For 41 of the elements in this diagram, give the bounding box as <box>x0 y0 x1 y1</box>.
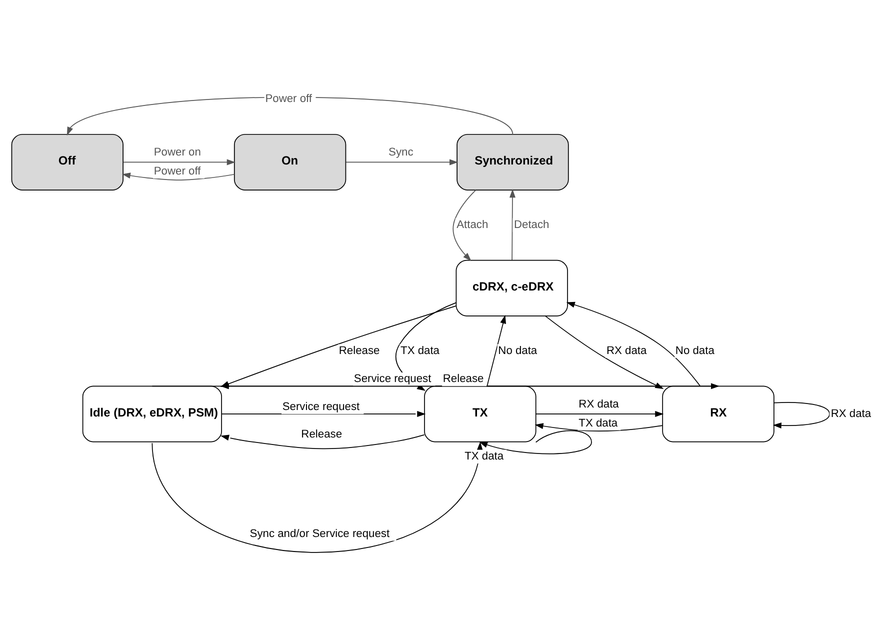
edge-label: Sync <box>388 146 414 159</box>
edge-label: No data <box>498 344 538 357</box>
edge-label: Power off <box>265 93 312 106</box>
node-box: TX <box>424 386 536 442</box>
edge-label: No data <box>675 344 714 357</box>
edge-label: Attach <box>456 219 488 232</box>
arrow <box>534 423 663 432</box>
node-box: cDRX, c-eDRX <box>456 260 568 316</box>
arrow <box>122 172 235 180</box>
arrow <box>566 302 701 386</box>
arrow <box>478 430 592 454</box>
edge-label: Service request <box>282 401 360 414</box>
arrow <box>772 402 830 428</box>
arrow <box>510 189 516 260</box>
arrow <box>346 159 458 166</box>
arrow <box>221 410 426 417</box>
edge-label: RX data <box>578 398 619 410</box>
arrow <box>452 190 476 262</box>
edge-label: TX data <box>400 344 440 357</box>
edge-label: Service request <box>354 373 432 386</box>
node-box: Off <box>11 134 124 190</box>
edge-label: RX data <box>830 408 872 420</box>
edge-label: Detach <box>514 219 550 232</box>
arrow <box>486 314 506 386</box>
node-box: Synchronized <box>456 134 569 190</box>
edge-label: Sync and/or Service request <box>250 528 390 540</box>
edge-label: Power off <box>154 166 201 178</box>
node-box: RX <box>662 386 774 442</box>
arrow <box>220 434 425 450</box>
edge-label: Release <box>442 373 484 386</box>
edge-label: TX data <box>578 417 618 430</box>
arrow <box>122 159 236 166</box>
edge-label: RX data <box>606 344 647 357</box>
edge-label: Release <box>338 344 380 357</box>
edge-label: TX data <box>464 450 504 463</box>
edge-label: Release <box>301 428 342 440</box>
arrow <box>152 442 483 553</box>
arrow <box>536 410 664 417</box>
node-box: Idle (DRX, eDRX, PSM) <box>82 386 222 442</box>
node-box: On <box>234 134 346 190</box>
edge-label: Power on <box>154 146 201 159</box>
